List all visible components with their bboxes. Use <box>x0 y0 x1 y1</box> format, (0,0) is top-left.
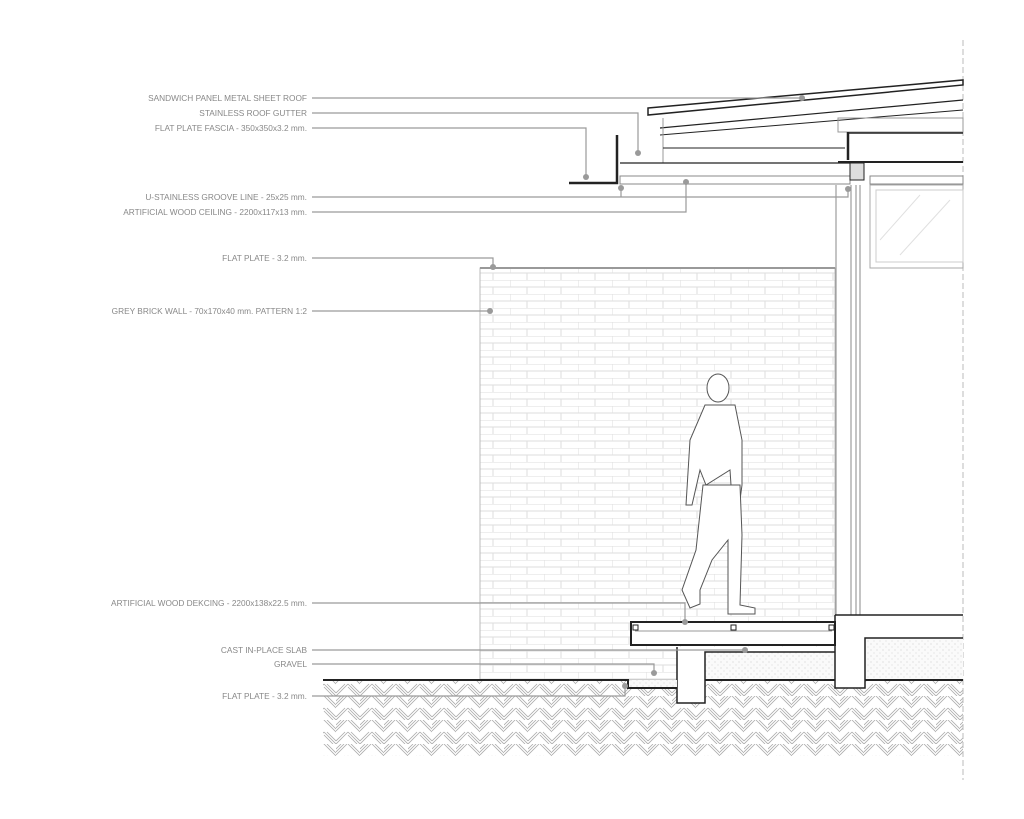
deck <box>630 621 836 646</box>
label-ceiling: ARTIFICIAL WOOD CEILING - 2200x117x13 mm… <box>123 207 307 217</box>
label-brick: GREY BRICK WALL - 70x170x40 mm. PATTERN … <box>111 306 307 316</box>
label-decking: ARTIFICIAL WOOD DEKCING - 2200x138x22.5 … <box>111 598 307 608</box>
column <box>835 185 861 615</box>
leader-dots <box>487 95 851 689</box>
label-flat-plate-bottom: FLAT PLATE - 3.2 mm. <box>222 691 307 701</box>
label-flat-plate-top: FLAT PLATE - 3.2 mm. <box>222 253 307 263</box>
roof <box>647 79 964 163</box>
window <box>869 184 964 269</box>
slab <box>630 614 963 704</box>
label-slab: CAST IN-PLACE SLAB <box>220 645 307 655</box>
label-gutter: STAINLESS ROOF GUTTER <box>199 108 307 118</box>
ground-line <box>323 679 677 689</box>
brick-wall <box>479 267 836 681</box>
label-roof: SANDWICH PANEL METAL SHEET ROOF <box>148 93 307 103</box>
fascia <box>569 135 964 185</box>
label-gravel: GRAVEL <box>273 659 307 669</box>
earth-hatch <box>323 681 963 756</box>
label-fascia: FLAT PLATE FASCIA - 350x350x3.2 mm. <box>154 123 307 133</box>
person-figure <box>681 373 756 615</box>
label-groove: U-STAINLESS GROOVE LINE - 25x25 mm. <box>145 192 307 202</box>
